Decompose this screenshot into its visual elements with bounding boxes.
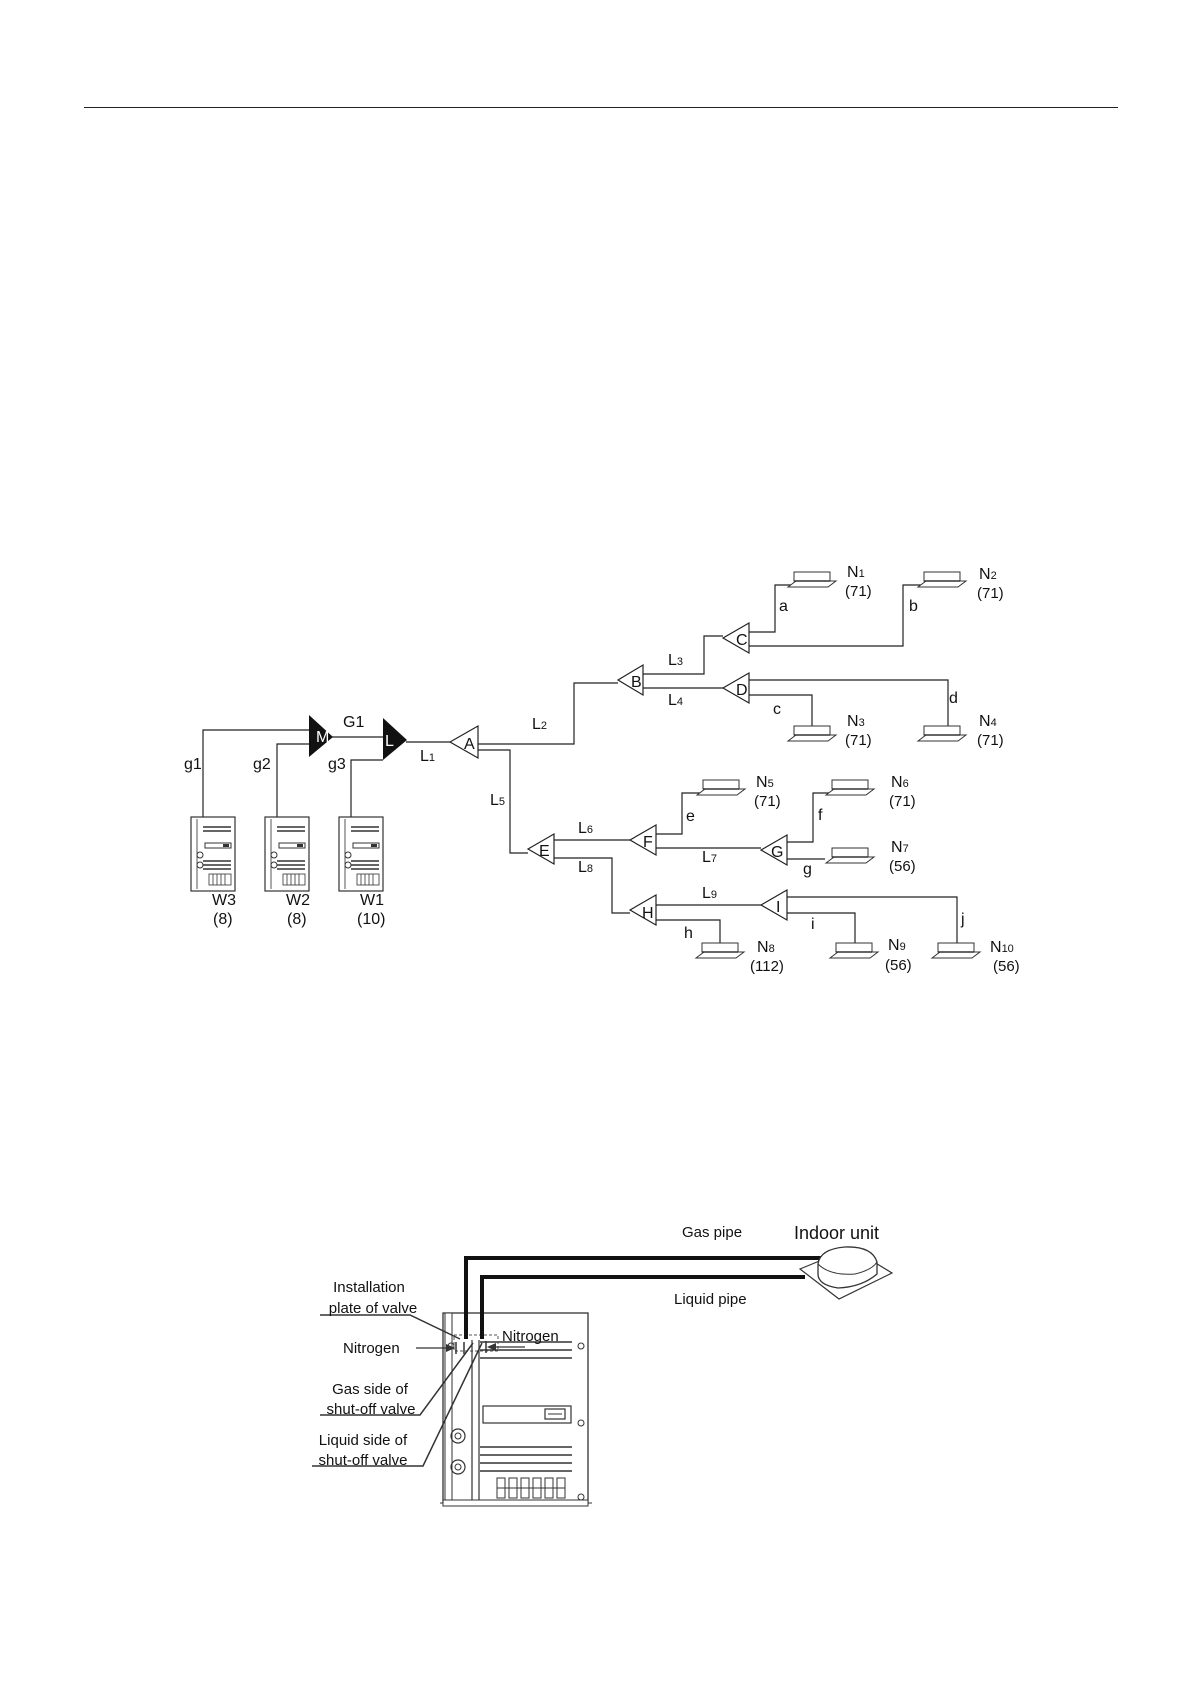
svg-text:(56): (56) [885, 957, 912, 974]
indoor-unit-n3 [787, 725, 837, 742]
outdoor-branch-l: L [383, 718, 407, 760]
svg-text:L9: L9 [702, 885, 717, 902]
nitrogen-right-label: Nitrogen [502, 1328, 559, 1345]
installation-plate-label-1: Installation [333, 1279, 405, 1296]
indoor-unit-n4 [917, 725, 967, 742]
branch-e: E [539, 843, 550, 860]
indoor-unit-n10 [931, 942, 981, 959]
svg-text:i: i [811, 916, 815, 933]
outdoor-capacity-w1: (10) [357, 911, 385, 928]
outdoor-label-w2: W2 [286, 892, 310, 909]
liquid-valve-label-2: shut-off valve [319, 1452, 408, 1469]
gas-valve-label-1: Gas side of [332, 1381, 409, 1398]
indoor-unit-n8 [695, 942, 745, 959]
pressure-test-figure [312, 1246, 894, 1507]
outdoor-unit-w3 [190, 816, 236, 892]
header-rule [84, 107, 1118, 108]
svg-text:h: h [684, 925, 693, 942]
pipe-label-g-main: G1 [343, 714, 364, 731]
svg-text:N4: N4 [979, 713, 997, 730]
outdoor-capacity-w3: (8) [213, 911, 233, 928]
gas-pipe-label: Gas pipe [682, 1224, 742, 1241]
svg-text:(71): (71) [889, 793, 916, 810]
svg-text:f: f [818, 807, 823, 824]
outdoor-capacity-w2: (8) [287, 911, 307, 928]
pipe-label-g2: g2 [253, 756, 271, 773]
svg-text:b: b [909, 598, 918, 615]
indoor-unit-n7 [825, 847, 875, 864]
svg-text:L1: L1 [420, 748, 435, 765]
branch-letters: A B C D E F G H I [464, 632, 783, 922]
svg-text:N6: N6 [891, 774, 909, 791]
indoor-unit-n9 [829, 942, 879, 959]
branch-h: H [642, 905, 654, 922]
branch-c: C [736, 632, 748, 649]
svg-text:d: d [949, 690, 958, 707]
branch-pipe-labels: a b c d e f g h i j [684, 598, 965, 942]
svg-text:(56): (56) [889, 858, 916, 875]
nitrogen-left-label: Nitrogen [343, 1340, 400, 1357]
indoor-unit-n2 [917, 571, 967, 588]
outdoor-unit-w2 [264, 816, 310, 892]
svg-text:(112): (112) [750, 958, 784, 975]
svg-text:L2: L2 [532, 716, 547, 733]
svg-text:L3: L3 [668, 652, 683, 669]
svg-text:N8: N8 [757, 939, 775, 956]
indoor-unit-n5 [696, 779, 746, 796]
indoor-unit-labels: N1 (71) N2 (71) N3 (71) N4 (71) N5 (71) … [750, 564, 1020, 975]
branch-joints [448, 621, 788, 927]
svg-text:(71): (71) [977, 732, 1004, 749]
svg-text:a: a [779, 598, 788, 615]
svg-text:N5: N5 [756, 774, 774, 791]
pipe-label-g3: g3 [328, 756, 346, 773]
liquid-pipe-label: Liquid pipe [674, 1291, 747, 1308]
svg-text:M: M [316, 729, 329, 746]
svg-text:(71): (71) [977, 585, 1004, 602]
outdoor-branch-m: M [309, 715, 333, 757]
svg-text:L7: L7 [702, 849, 717, 866]
outdoor-label-w1: W1 [360, 892, 384, 909]
svg-text:L6: L6 [578, 820, 593, 837]
svg-text:j: j [960, 911, 965, 928]
svg-text:L8: L8 [578, 859, 593, 876]
svg-text:g: g [803, 861, 812, 878]
indoor-unit-label: Indoor unit [794, 1223, 879, 1243]
pipe-lines [202, 584, 958, 945]
svg-text:(56): (56) [993, 958, 1020, 975]
svg-text:(71): (71) [845, 732, 872, 749]
branch-g: G [771, 844, 783, 861]
liquid-valve-label-1: Liquid side of [319, 1432, 408, 1449]
svg-text:L: L [385, 733, 394, 750]
installation-plate-label-2: plate of valve [329, 1300, 417, 1317]
svg-text:N3: N3 [847, 713, 865, 730]
svg-text:N9: N9 [888, 937, 906, 954]
svg-text:N2: N2 [979, 566, 997, 583]
svg-text:N10: N10 [990, 939, 1014, 956]
svg-text:(71): (71) [845, 583, 872, 600]
svg-text:L5: L5 [490, 792, 505, 809]
svg-text:c: c [773, 701, 781, 718]
svg-text:N1: N1 [847, 564, 865, 581]
gas-valve-label-2: shut-off valve [327, 1401, 416, 1418]
svg-text:L4: L4 [668, 692, 683, 709]
indoor-unit-n6 [825, 779, 875, 796]
branch-i: I [776, 899, 780, 916]
outdoor-label-w3: W3 [212, 892, 236, 909]
pipe-label-g1: g1 [184, 756, 202, 773]
branch-b: B [631, 674, 642, 691]
branch-d: D [736, 682, 748, 699]
svg-text:N7: N7 [891, 839, 909, 856]
svg-text:(71): (71) [754, 793, 781, 810]
svg-text:e: e [686, 808, 695, 825]
branch-f: F [643, 834, 653, 851]
indoor-unit-n1 [787, 571, 837, 588]
branch-a: A [464, 736, 475, 753]
main-pipe-labels: L1 L2 L3 L4 L5 L6 L7 L8 L9 [420, 652, 717, 902]
outdoor-unit-w1 [338, 816, 384, 892]
